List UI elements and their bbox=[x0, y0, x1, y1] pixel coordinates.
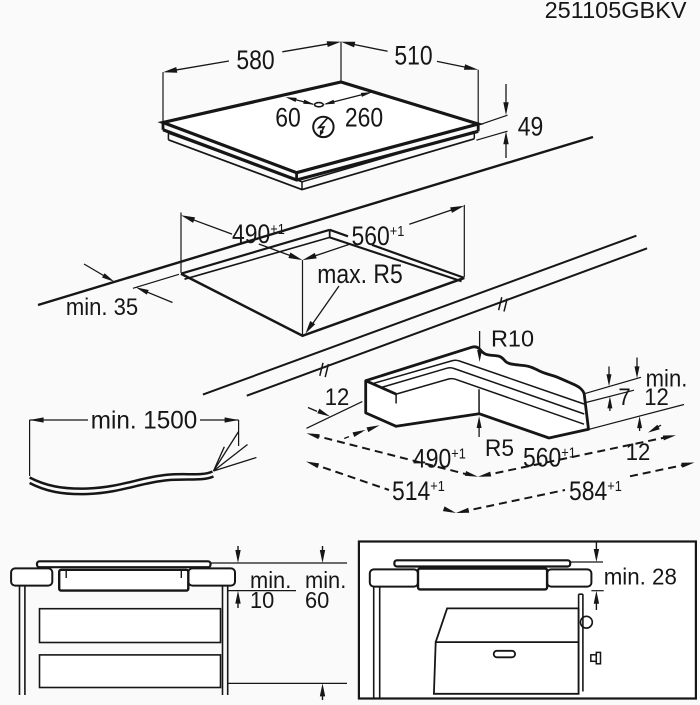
svg-text:max. R5: max. R5 bbox=[317, 259, 402, 289]
svg-text:510: 510 bbox=[394, 41, 432, 71]
svg-text:12: 12 bbox=[325, 383, 350, 410]
svg-text:7: 7 bbox=[618, 383, 630, 410]
svg-text:min. 28: min. 28 bbox=[604, 563, 677, 590]
svg-text:260: 260 bbox=[345, 103, 383, 133]
svg-text:R5: R5 bbox=[485, 434, 514, 461]
svg-text:min. 35: min. 35 bbox=[66, 293, 138, 320]
svg-text:580: 580 bbox=[236, 45, 274, 75]
svg-text:251105GBKV: 251105GBKV bbox=[545, 0, 687, 23]
svg-text:min. 1500: min. 1500 bbox=[91, 407, 197, 434]
svg-text:10: 10 bbox=[250, 587, 274, 613]
svg-text:12: 12 bbox=[644, 383, 669, 410]
svg-text:60: 60 bbox=[305, 587, 329, 613]
svg-text:R10: R10 bbox=[491, 326, 534, 352]
svg-text:49: 49 bbox=[518, 112, 544, 142]
svg-text:60: 60 bbox=[275, 103, 301, 133]
